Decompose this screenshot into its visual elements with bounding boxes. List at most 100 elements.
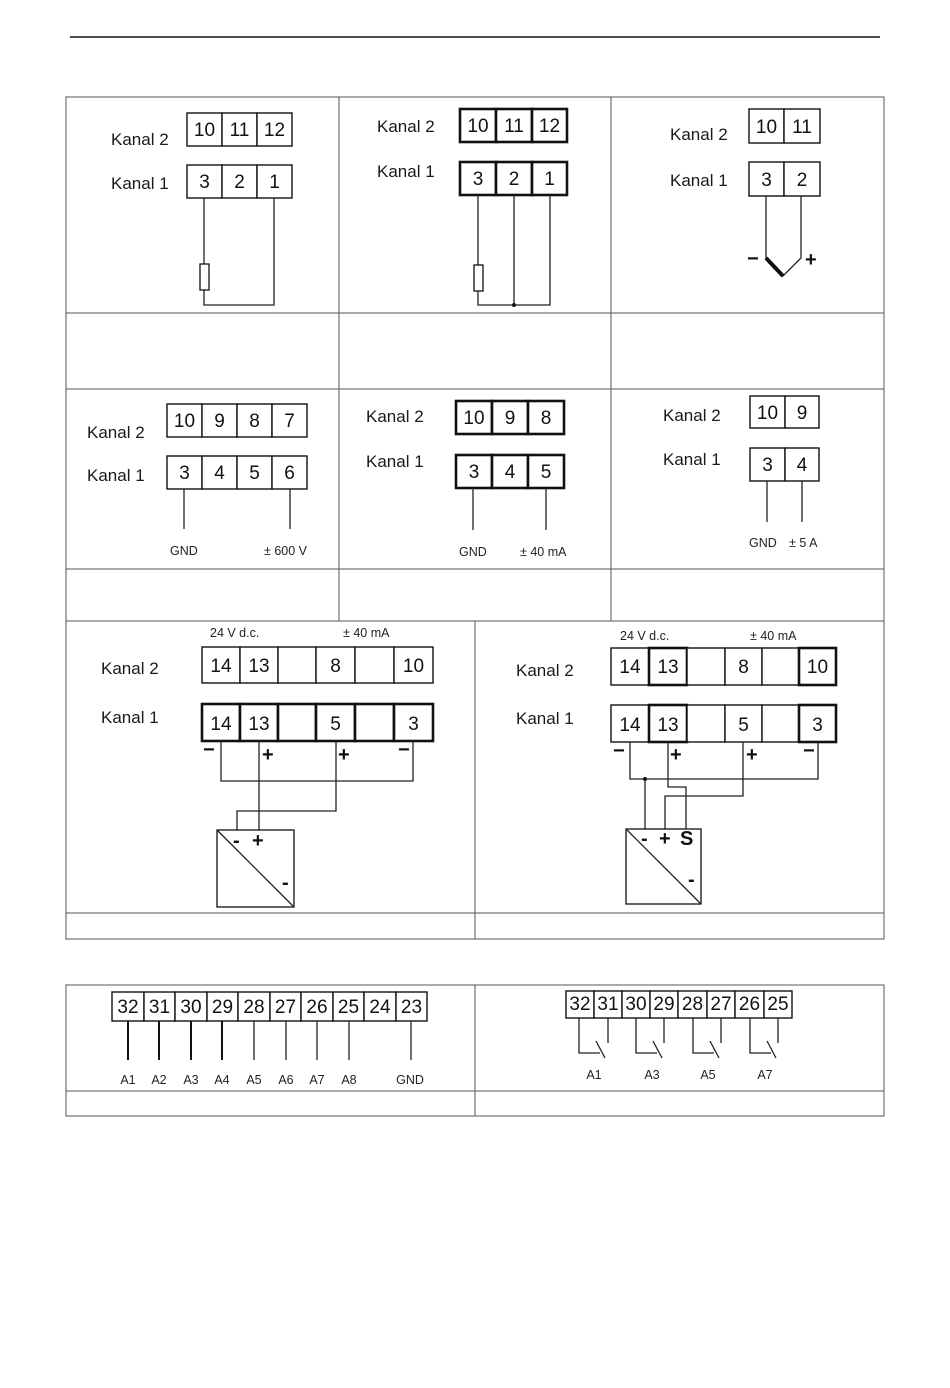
- range-label: ± 5 A: [789, 536, 818, 550]
- output-label: A5: [246, 1073, 261, 1087]
- minus-sign: −: [747, 248, 759, 270]
- terminal: 28: [243, 997, 264, 1018]
- terminal: 2: [509, 169, 520, 190]
- terminal: 2: [797, 170, 808, 191]
- terminal: 24: [369, 997, 391, 1018]
- terminal: 10: [403, 656, 424, 677]
- terminal: 31: [149, 997, 170, 1018]
- terminal: 3: [408, 714, 419, 735]
- device-s: S: [680, 828, 693, 850]
- terminal: 9: [797, 403, 808, 424]
- output-wiring-table: [65, 984, 885, 1117]
- terminal: 5: [541, 462, 552, 483]
- plus-sign: +: [338, 744, 350, 766]
- terminal: 10: [756, 117, 777, 138]
- kanal1-label: Kanal 1: [516, 709, 574, 728]
- terminal: 13: [248, 656, 269, 677]
- terminal: 1: [544, 169, 555, 190]
- terminal: 31: [597, 994, 618, 1015]
- terminal: 14: [210, 714, 232, 735]
- supply-label: 24 V d.c.: [620, 629, 669, 643]
- terminal: 26: [306, 997, 327, 1018]
- terminal: 30: [625, 994, 646, 1015]
- terminal: 2: [234, 172, 245, 193]
- plus-sign: +: [670, 744, 682, 766]
- device-plus: +: [252, 830, 264, 852]
- output-label: A6: [278, 1073, 293, 1087]
- terminal: 14: [619, 657, 641, 678]
- terminal: 29: [653, 994, 674, 1015]
- terminal: 29: [212, 997, 233, 1018]
- terminal: 3: [199, 172, 210, 193]
- output-label: A2: [151, 1073, 166, 1087]
- terminal: 5: [330, 714, 341, 735]
- terminal: 3: [179, 463, 190, 484]
- terminal: 32: [117, 997, 138, 1018]
- device-minus: -: [641, 828, 648, 850]
- kanal1-label: Kanal 1: [87, 466, 145, 485]
- terminal: 11: [792, 117, 812, 138]
- terminal: 4: [505, 462, 516, 483]
- output-label: A3: [183, 1073, 198, 1087]
- kanal2-label: Kanal 2: [516, 661, 574, 680]
- kanal1-label: Kanal 1: [377, 162, 435, 181]
- terminal: 4: [797, 455, 808, 476]
- kanal1-label: Kanal 1: [366, 452, 424, 471]
- terminal: 8: [738, 657, 749, 678]
- thermocouple-junction: [764, 256, 785, 278]
- terminal: 5: [738, 715, 749, 736]
- gnd-label: GND: [749, 536, 777, 550]
- kanal1-label: Kanal 1: [101, 708, 159, 727]
- device-minus: -: [688, 869, 695, 891]
- terminal: 13: [657, 657, 678, 678]
- output-label: A1: [586, 1068, 601, 1082]
- terminal: 10: [174, 411, 195, 432]
- rtd-three-wire-diagram: Kanal 2 Kanal 1 10 11 12 3 2 1: [377, 107, 569, 307]
- shunt-input-diagram: Kanal 2 Kanal 1 10 9 3 4 GND ± 5 A: [663, 395, 820, 550]
- resistor-symbol: [199, 263, 210, 291]
- current-input-diagram: Kanal 2 Kanal 1 10 9 8 3 4 5 GND ± 40 mA: [366, 399, 567, 559]
- terminal: 3: [812, 715, 823, 736]
- kanal2-label: Kanal 2: [111, 130, 169, 149]
- gnd-label: GND: [459, 545, 487, 559]
- terminal: 8: [249, 411, 260, 432]
- terminal: 23: [401, 997, 422, 1018]
- output-label: A1: [120, 1073, 135, 1087]
- device-minus: -: [233, 830, 240, 852]
- terminal: 10: [467, 116, 488, 137]
- terminal: 11: [504, 116, 524, 137]
- rtd-two-wire-diagram: Kanal 2 Kanal 1 10 11 12 3 2 1: [111, 112, 293, 306]
- range-label: ± 40 mA: [520, 545, 567, 559]
- supply-label: 24 V d.c.: [210, 626, 259, 640]
- terminal: 14: [619, 715, 641, 736]
- transmitter-three-wire-diagram: 24 V d.c. ± 40 mA Kanal 2 Kanal 1 14 13 …: [516, 629, 838, 905]
- terminal: 3: [761, 170, 772, 191]
- terminal: 28: [682, 994, 703, 1015]
- range-label: ± 40 mA: [343, 626, 390, 640]
- terminal: 13: [657, 715, 678, 736]
- plus-sign: +: [805, 249, 817, 271]
- kanal2-label: Kanal 2: [670, 125, 728, 144]
- terminal: 3: [762, 455, 773, 476]
- output-label: A7: [757, 1068, 772, 1082]
- terminal: 27: [275, 997, 296, 1018]
- device-plus: +: [659, 828, 671, 850]
- output-label: A4: [214, 1073, 229, 1087]
- range-label: ± 600 V: [264, 544, 308, 558]
- terminal: 13: [248, 714, 269, 735]
- terminal: 10: [463, 408, 484, 429]
- range-label: ± 40 mA: [750, 629, 797, 643]
- terminal: 27: [710, 994, 731, 1015]
- device-minus: -: [282, 872, 289, 894]
- minus-sign: −: [613, 740, 625, 762]
- voltage-input-diagram: Kanal 2 Kanal 1 10 9 8 7 3 4 5 6 GND ± 6…: [87, 403, 308, 558]
- plus-sign: +: [746, 744, 758, 766]
- terminal: 8: [541, 408, 552, 429]
- terminal: 8: [330, 656, 341, 677]
- transmitter-two-wire-diagram: 24 V d.c. ± 40 mA Kanal 2 Kanal 1 14 13 …: [101, 626, 435, 908]
- digital-outputs-diagram: 32 31 30 29 28 27 26 25 24 23 A1 A2 A3 A…: [111, 991, 428, 1087]
- gnd-label: GND: [170, 544, 198, 558]
- terminal: 11: [230, 120, 250, 141]
- terminal: 9: [505, 408, 516, 429]
- terminal: 10: [807, 657, 828, 678]
